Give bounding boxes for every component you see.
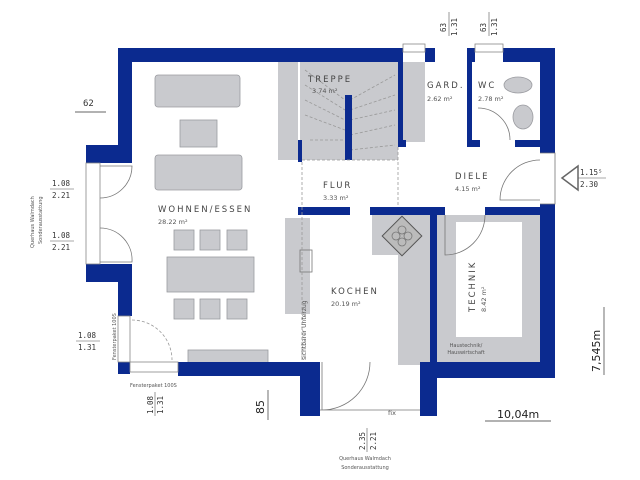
sideboard: [278, 62, 298, 160]
svg-text:63: 63: [439, 23, 448, 32]
dim-entrance: 1.15⁵ 2.30: [560, 164, 606, 192]
svg-text:1.15⁵: 1.15⁵: [580, 168, 603, 177]
querhaus-left-2: Sonderausstattung: [38, 196, 44, 244]
room-area-wc: 2.78 m²: [478, 95, 504, 103]
room-name-treppe: TREPPE: [307, 75, 352, 85]
room-area-wohnen: 28.22 m²: [158, 218, 188, 226]
querhaus-left-1: Querhaus Walmdach: [30, 196, 36, 248]
washbasin: [512, 104, 534, 130]
cooktop: [381, 215, 423, 257]
dim-85: 85: [254, 400, 267, 414]
technik-door-swing: [444, 214, 486, 256]
chair: [173, 298, 195, 320]
room-name-gard: GARD.: [427, 81, 465, 91]
room-name-technik: TECHNIK: [468, 261, 478, 313]
svg-text:1.08: 1.08: [78, 331, 97, 340]
svg-text:2.35: 2.35: [358, 432, 367, 450]
querhaus-bottom-2: Sonderausstattung: [341, 465, 389, 471]
haustechnik-label: Haustechnik/: [450, 343, 483, 349]
svg-text:1.31: 1.31: [156, 396, 165, 414]
svg-text:1.08: 1.08: [52, 231, 71, 240]
room-area-flur: 3.33 m²: [323, 194, 349, 202]
room-area-treppe: 3.74 m²: [312, 87, 338, 95]
chair: [199, 229, 221, 251]
room-name-kochen: KOCHEN: [331, 287, 379, 297]
room-name-flur: FLUR: [323, 181, 352, 191]
svg-text:1.31: 1.31: [490, 18, 499, 36]
chair: [226, 298, 248, 320]
svg-text:2.30: 2.30: [580, 180, 599, 189]
dim-total-depth: 7,545m: [590, 330, 603, 372]
dim-62: 62: [83, 99, 94, 109]
svg-text:1.08: 1.08: [52, 179, 71, 188]
toilet: [503, 76, 533, 94]
dim-left-door-1: 1.08 2.21: [50, 179, 74, 200]
room-area-kochen: 20.19 m²: [331, 300, 361, 308]
svg-text:1.31: 1.31: [450, 18, 459, 36]
dim-bottom-window: 1.08 1.31: [146, 392, 165, 416]
dim-left-window: 1.08 1.31: [76, 331, 100, 352]
sink: [299, 249, 313, 273]
terrace-door: [85, 162, 101, 265]
room-area-technik: 8.42 m²: [480, 286, 488, 312]
room-name-wohnen: WOHNEN/ESSEN: [158, 205, 252, 215]
svg-text:63: 63: [479, 23, 488, 32]
window-left: [117, 315, 131, 363]
open-passages: [301, 147, 399, 362]
wardrobe: [403, 62, 425, 142]
dim-left-door-2: 1.08 2.21: [50, 231, 74, 252]
unterzug-label: sichtbarer Unterzug: [301, 300, 308, 360]
svg-text:2.21: 2.21: [52, 243, 70, 252]
hauswirtschaft-label: Hauswirtschaft: [447, 350, 484, 356]
kitchen-counter-left: [285, 218, 310, 314]
walls: [86, 48, 555, 416]
dim-total-width: 10,04m: [497, 408, 539, 421]
dim-bottom-door: 2.35 2.21: [358, 428, 378, 452]
technik-floor: [456, 222, 522, 337]
sofa-top: [154, 74, 241, 108]
coffee-table: [179, 119, 218, 148]
radiator-bench: [187, 349, 269, 364]
sofa-bottom: [154, 154, 243, 191]
chair: [173, 229, 195, 251]
room-name-diele: DIELE: [455, 172, 490, 182]
svg-text:2.21: 2.21: [369, 432, 378, 450]
fensterpaket-vertical: Fensterpaket 100S: [112, 313, 118, 360]
stair-core: [345, 95, 352, 160]
kitchen-door: [320, 361, 420, 411]
room-area-diele: 4.15 m²: [455, 185, 481, 193]
fix-label: fix: [388, 409, 396, 417]
svg-text:1.08: 1.08: [146, 395, 155, 414]
kitchen-counter-right: [398, 255, 430, 365]
entrance-door-swing: [499, 159, 541, 201]
querhaus-bottom-1: Querhaus Walmdach: [339, 456, 391, 462]
dim-top-gard: 63 1.31: [439, 12, 459, 36]
svg-text:2.21: 2.21: [52, 191, 70, 200]
window-bottom: [129, 361, 179, 373]
window-gard: [402, 43, 426, 53]
entrance-door-frame: [540, 152, 556, 205]
chair: [199, 298, 221, 320]
room-area-gard: 2.62 m²: [427, 95, 453, 103]
chair: [226, 229, 248, 251]
svg-text:1.31: 1.31: [78, 343, 96, 352]
dim-top-wc: 63 1.31: [479, 12, 499, 36]
fensterpaket-horizontal: Fensterpaket 100S: [130, 383, 177, 389]
terrace-door-swing: [99, 165, 133, 263]
stair-steps: [304, 69, 396, 151]
room-name-wc: WC: [478, 81, 496, 91]
window-wc: [474, 43, 504, 53]
window-swing: [131, 319, 173, 361]
wc-door-swing: [477, 107, 511, 141]
dining-table: [166, 256, 255, 293]
